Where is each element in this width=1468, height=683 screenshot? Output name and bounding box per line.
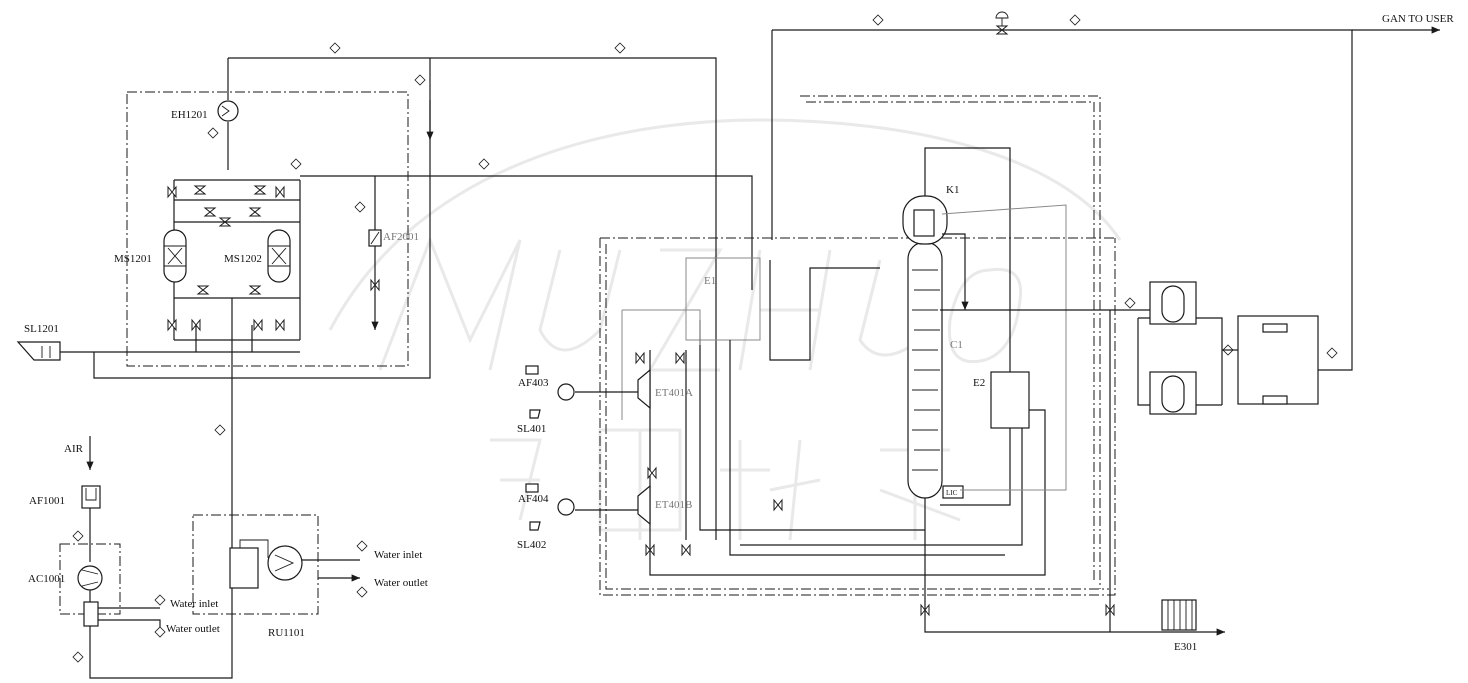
adsorber-vessel-icon [267,229,291,283]
cold-box: GAN TO USER E1 AF403 SL401 ET401A AF404 … [517,11,1454,653]
adsorber-vessel-icon [163,229,187,283]
label-sl1201: SL1201 [24,323,59,335]
compressor-icon [557,498,575,516]
label-water-inlet-1: Water inlet [170,598,218,610]
label-af2001: AF2001 [383,231,419,243]
label-et401a: ET401A [655,387,693,399]
label-water-outlet-2: Water outlet [374,577,428,589]
compressor-icon [267,545,303,581]
label-ac1001: AC1001 [28,573,65,585]
expander-icon [637,368,651,410]
label-eh1201: EH1201 [171,109,208,121]
label-ms1202: MS1202 [224,253,262,265]
watermark [328,118,1122,541]
label-air: AIR [64,443,84,455]
label-af1001: AF1001 [29,495,65,507]
label-sl401: SL401 [517,423,546,435]
silencer-icon [16,341,61,361]
label-gan-to-user: GAN TO USER [1382,13,1454,25]
label-ms1201: MS1201 [114,253,152,265]
refrigeration-unit: Water inlet Water outlet RU1101 [192,514,428,639]
distillation-column [902,195,948,499]
purifier-section [1124,281,1338,415]
compressor-icon [77,565,103,591]
label-af403: AF403 [518,377,549,389]
compressor-icon [557,383,575,401]
label-et401b: ET401B [655,499,692,511]
air-compression-unit: AIR AF1001 AC1001 Water inlet Water outl… [28,436,220,663]
label-sl402: SL402 [517,539,546,551]
expander-icon [637,484,651,526]
label-lic: LIC [946,489,958,497]
label-e2: E2 [973,377,985,389]
pre-purification-unit: EH1201 MS1201 MS1202 AF2001 SL1201 [16,42,753,679]
heater-icon [217,100,239,122]
air-filter-icon [81,485,101,509]
label-e1: E1 [704,275,716,287]
label-water-outlet-1: Water outlet [166,623,220,635]
label-ru1101: RU1101 [268,627,305,639]
label-e301: E301 [1174,641,1197,653]
label-af404: AF404 [518,493,549,505]
label-k1: K1 [946,184,959,196]
label-c1: C1 [950,339,963,351]
label-water-inlet-2: Water inlet [374,549,422,561]
